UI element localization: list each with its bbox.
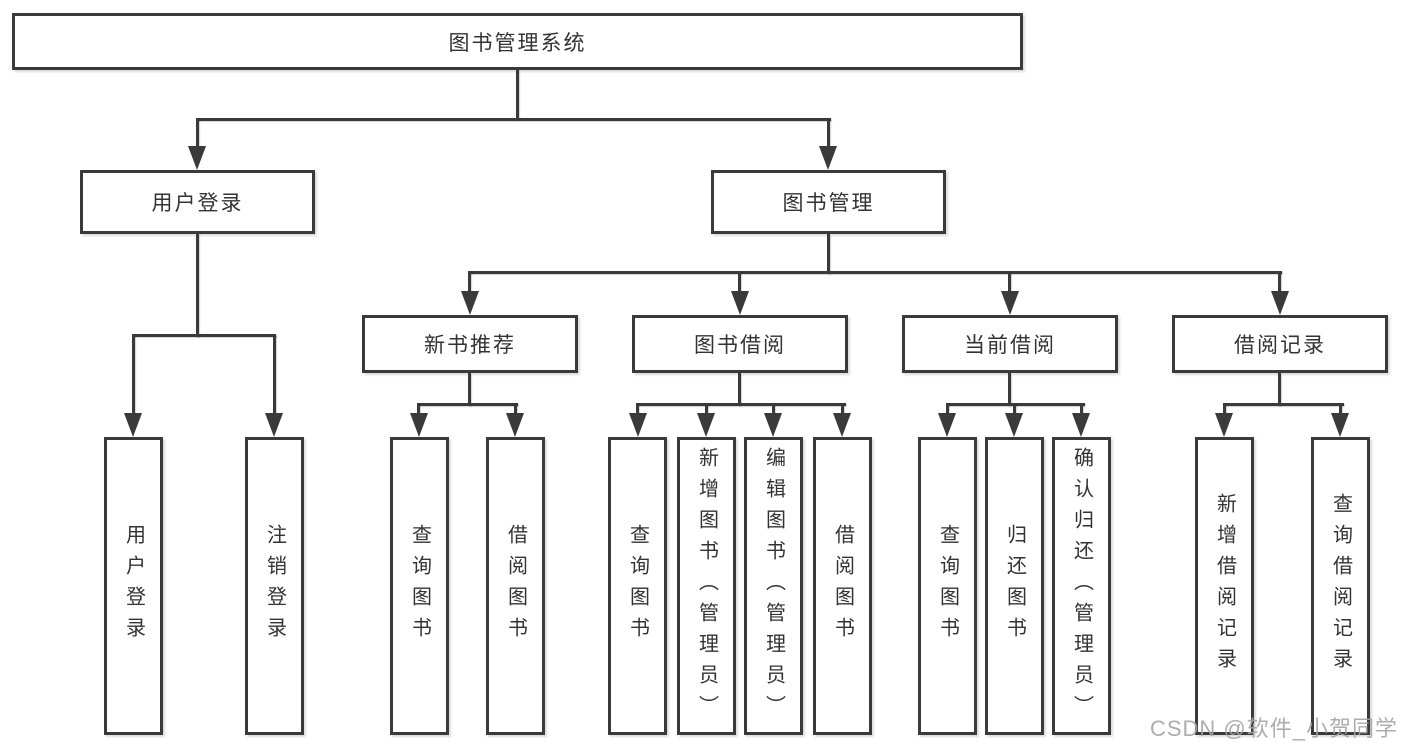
leaf-label: 归还图书 — [1003, 524, 1026, 648]
connector-line — [1008, 373, 1011, 406]
connector-line — [705, 403, 708, 417]
connector-line — [132, 334, 276, 337]
connector-line — [772, 403, 775, 417]
connector-line — [1080, 403, 1083, 417]
arrow-down-icon — [764, 413, 782, 437]
connector-line — [827, 118, 830, 150]
node-leaf-query-books-1: 查询图书 — [390, 437, 449, 735]
node-leaf-user-login: 用户登录 — [104, 437, 163, 735]
connector-line — [827, 234, 830, 274]
node-user-login: 用户登录 — [80, 170, 315, 234]
arrow-down-icon — [188, 146, 206, 170]
connector-line — [132, 334, 135, 416]
arrow-down-icon — [124, 413, 142, 437]
node-leaf-edit-books-admin: 编辑图书（管理员） — [744, 437, 803, 735]
node-borrowing-records: 借阅记录 — [1172, 315, 1388, 373]
node-leaf-add-borrow-record: 新增借阅记录 — [1195, 437, 1254, 735]
connector-line — [1339, 403, 1342, 417]
node-leaf-logout: 注销登录 — [245, 437, 304, 735]
arrow-down-icon — [265, 413, 283, 437]
connector-line — [468, 373, 471, 406]
arrow-down-icon — [938, 413, 956, 437]
leaf-label: 新增借阅记录 — [1213, 493, 1236, 679]
arrow-down-icon — [1072, 413, 1090, 437]
node-root: 图书管理系统 — [12, 13, 1023, 70]
connector-line — [196, 118, 831, 121]
leaf-label: 注销登录 — [263, 524, 286, 648]
arrow-down-icon — [731, 291, 749, 315]
leaf-label: 用户登录 — [122, 524, 145, 648]
arrow-down-icon — [1215, 413, 1233, 437]
leaf-label: 借阅图书 — [831, 524, 854, 648]
node-leaf-return-books: 归还图书 — [985, 437, 1044, 735]
leaf-label: 查询图书 — [408, 524, 431, 648]
arrow-down-icon — [506, 413, 524, 437]
leaf-label: 借阅图书 — [504, 524, 527, 648]
node-new-book-recommend-label: 新书推荐 — [424, 334, 516, 357]
node-leaf-confirm-return: 确认归还（管理员） — [1052, 437, 1111, 735]
connector-line — [196, 118, 199, 150]
node-new-book-recommend: 新书推荐 — [362, 315, 578, 373]
arrow-down-icon — [819, 146, 837, 170]
node-leaf-query-borrow-record: 查询借阅记录 — [1311, 437, 1370, 735]
connector-line — [516, 70, 519, 120]
connector-line — [468, 271, 471, 295]
node-user-login-label: 用户登录 — [151, 192, 244, 215]
leaf-label: 查询图书 — [936, 524, 959, 648]
connector-line — [841, 403, 844, 417]
connector-line — [1008, 271, 1011, 295]
leaf-label: 确认归还（管理员） — [1070, 446, 1093, 726]
leaf-label: 查询借阅记录 — [1329, 493, 1352, 679]
node-root-label: 图书管理系统 — [448, 31, 587, 55]
node-borrowing-records-label: 借阅记录 — [1234, 334, 1326, 357]
connector-line — [1278, 271, 1281, 295]
node-leaf-query-books-3: 查询图书 — [918, 437, 977, 735]
connector-line — [1223, 403, 1344, 406]
connector-line — [1013, 403, 1016, 417]
arrow-down-icon — [833, 413, 851, 437]
connector-line — [514, 403, 517, 417]
connector-line — [636, 403, 846, 406]
node-book-borrowing-label: 图书借阅 — [694, 334, 786, 357]
arrow-down-icon — [1271, 291, 1289, 315]
node-book-management: 图书管理 — [711, 170, 946, 234]
connector-line — [738, 271, 741, 295]
arrow-down-icon — [461, 291, 479, 315]
node-leaf-borrow-books-2: 借阅图书 — [813, 437, 872, 735]
node-book-management-label: 图书管理 — [782, 192, 875, 215]
connector-line — [468, 271, 1282, 274]
connector-line — [946, 403, 949, 417]
node-leaf-add-books-admin: 新增图书（管理员） — [677, 437, 736, 735]
connector-line — [417, 403, 420, 417]
leaf-label: 编辑图书（管理员） — [762, 446, 785, 726]
connector-line — [417, 403, 518, 406]
connector-line — [273, 334, 276, 416]
arrow-down-icon — [1005, 413, 1023, 437]
leaf-label: 查询图书 — [626, 524, 649, 648]
arrow-down-icon — [1001, 291, 1019, 315]
connector-line — [1223, 403, 1226, 417]
node-leaf-borrow-books-1: 借阅图书 — [486, 437, 545, 735]
node-current-borrowing-label: 当前借阅 — [964, 334, 1056, 357]
arrow-down-icon — [629, 413, 647, 437]
leaf-label: 新增图书（管理员） — [695, 446, 718, 726]
node-leaf-query-books-2: 查询图书 — [608, 437, 667, 735]
arrow-down-icon — [697, 413, 715, 437]
connector-line — [636, 403, 639, 417]
connector-line — [738, 373, 741, 406]
arrow-down-icon — [410, 413, 428, 437]
connector-line — [196, 234, 199, 337]
node-book-borrowing: 图书借阅 — [632, 315, 848, 373]
arrow-down-icon — [1331, 413, 1349, 437]
node-current-borrowing: 当前借阅 — [902, 315, 1118, 373]
connector-line — [1278, 373, 1281, 406]
